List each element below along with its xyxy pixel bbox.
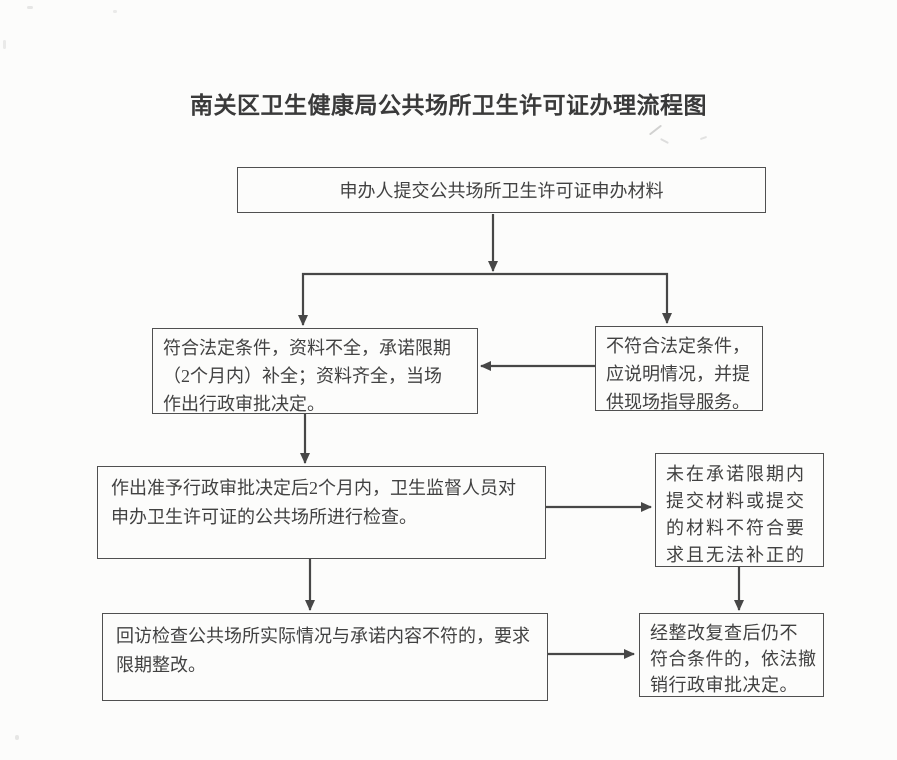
scan-artifact (15, 735, 19, 740)
scan-artifact (113, 10, 117, 13)
node-inspection: 作出准予行政审批决定后2个月内，卫生监督人员对 申办卫生许可证的公共场所进行检查… (97, 466, 546, 559)
page-title: 南关区卫生健康局公共场所卫生许可证办理流程图 (190, 92, 707, 118)
scan-artifact (660, 138, 669, 144)
node-not-qualified: 不符合法定条件， 应说明情况，并提 供现场指导服务。 (595, 326, 763, 412)
node-qualified-conditions: 符合法定条件，资料不全，承诺限期 （2个月内）补全；资料齐全，当场 作出行政审批… (152, 328, 478, 414)
scan-artifact (3, 40, 6, 49)
node-revisit-check: 回访检查公共场所实际情况与承诺内容不符的，要求 限期整改。 (102, 613, 548, 701)
scan-artifact (27, 6, 33, 9)
scan-artifact (648, 124, 663, 136)
node-revoke-decision: 经整改复查后仍不 符合条件的，依法撤 销行政审批决定。 (639, 613, 824, 697)
scan-artifact (699, 135, 708, 141)
node-overdue-materials: 未在承诺限期内 提交材料或提交 的材料不符合要 求且无法补正的 (655, 453, 824, 567)
node-submit-materials: 申办人提交公共场所卫生许可证申办材料 (237, 167, 766, 213)
